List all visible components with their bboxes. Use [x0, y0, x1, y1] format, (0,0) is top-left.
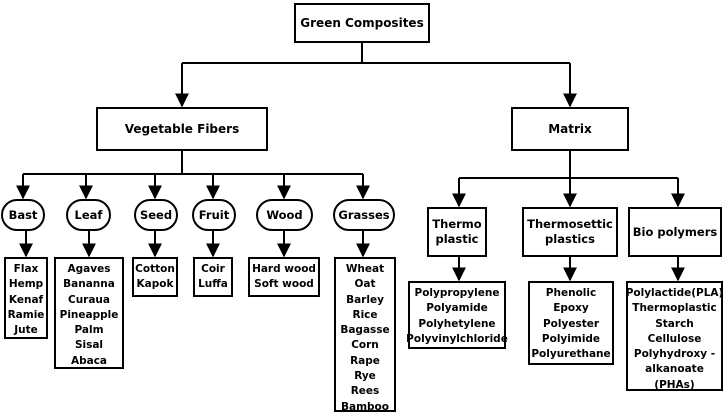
list-bast: Flax Hemp Kenaf Ramie Jute: [4, 257, 48, 339]
list-item: Thermoplastic: [632, 302, 717, 315]
vegetable-fibers-label: Vegetable Fibers: [124, 122, 240, 136]
category-leaf: Leaf: [66, 199, 111, 231]
list-grasses: Wheat Oat Barley Rice Bagasse Corn Rape …: [334, 257, 396, 413]
list-leaf: Agaves Bananna Curaua Pineapple Palm Sis…: [54, 257, 124, 369]
list-item: Wheat: [345, 263, 385, 275]
list-item: Rape: [350, 354, 380, 367]
matrix-type-thermoplastic: Thermo plastic: [427, 207, 487, 257]
category-label: Bast: [8, 208, 38, 222]
list-item: Corn: [351, 339, 379, 352]
list-item: Curaua: [67, 293, 110, 306]
list-item: Bagasse: [340, 324, 390, 337]
list-item: Cotton: [135, 263, 175, 275]
list-item: Starch: [655, 317, 694, 330]
category-bast: Bast: [1, 199, 45, 231]
list-item: Ramie: [7, 308, 45, 321]
list-bio-polymers: Polylactide(PLA) Thermoplastic Starch Ce…: [626, 281, 723, 391]
root-node: Green Composites: [294, 3, 430, 43]
matrix-type-label-line: Thermosettic: [527, 217, 613, 231]
list-seed: Cotton Kapok: [132, 257, 178, 297]
root-label: Green Composites: [300, 16, 424, 30]
list-item: Sisal: [74, 339, 104, 352]
category-fruit: Fruit: [192, 199, 236, 231]
list-item: Jute: [14, 324, 38, 337]
category-label: Grasses: [338, 208, 390, 222]
list-item: Polyhetylene: [418, 317, 496, 330]
list-item: Palm: [74, 324, 104, 337]
list-item: Phenolic: [545, 287, 597, 299]
matrix-type-thermosettic: Thermosettic plastics: [522, 207, 618, 257]
matrix-type-label-line: plastic: [435, 232, 479, 246]
category-wood: Wood: [256, 199, 313, 231]
matrix-node: Matrix: [511, 107, 629, 151]
list-item: Kapok: [136, 278, 174, 291]
list-item: Barley: [346, 293, 384, 306]
matrix-type-label-line: Thermo: [432, 217, 482, 231]
list-item: Kenaf: [8, 293, 44, 306]
category-label: Wood: [266, 208, 303, 222]
list-thermoplastic: Polypropylene Polyamide Polyhetylene Pol…: [406, 281, 508, 349]
list-item: Polyimide: [541, 332, 601, 345]
list-item: Epoxy: [553, 302, 589, 315]
list-item: Soft wood: [254, 278, 314, 291]
matrix-type-label-line: plastics: [545, 232, 595, 246]
list-item: Polyhydroxy -: [633, 348, 716, 361]
list-item: Cellulose: [647, 332, 702, 345]
matrix-type-bio-polymers: Bio polymers: [628, 207, 722, 257]
list-item: Polyurethane: [531, 348, 611, 361]
list-wood: Hard wood Soft wood: [248, 257, 320, 297]
list-item: Rees: [350, 385, 380, 398]
list-fruit: Coir Luffa: [193, 257, 233, 297]
list-item: alkanoate: [645, 363, 704, 376]
list-item: Rice: [352, 308, 378, 321]
list-item: Polyamide: [426, 302, 488, 315]
category-seed: Seed: [134, 199, 178, 231]
list-thermosettic: Phenolic Epoxy Polyester Polyimide Polyu…: [528, 281, 614, 365]
list-item: Abaca: [70, 354, 108, 367]
list-item: Polyvinylchloride: [406, 332, 508, 345]
matrix-type-label-line: Bio polymers: [632, 224, 718, 239]
list-item: Pineapple: [59, 308, 119, 321]
list-item: (PHAs): [654, 378, 695, 391]
category-label: Leaf: [74, 208, 103, 222]
list-item: Polypropylene: [414, 287, 500, 299]
list-item: Hemp: [8, 278, 44, 291]
list-item: Flax: [13, 263, 39, 275]
list-item: Polyester: [542, 317, 600, 330]
matrix-label: Matrix: [548, 122, 592, 136]
list-item: Polylactide(PLA): [625, 287, 724, 299]
vegetable-fibers-node: Vegetable Fibers: [96, 107, 268, 151]
category-label: Seed: [139, 208, 173, 222]
list-item: Luffa: [198, 278, 228, 291]
list-item: Bamboo: [341, 400, 389, 413]
list-item: Rye: [354, 370, 376, 383]
list-item: Bananna: [63, 278, 115, 291]
list-item: Hard wood: [252, 263, 316, 275]
category-label: Fruit: [198, 208, 230, 222]
list-item: Coir: [201, 263, 225, 275]
list-item: Agaves: [67, 263, 111, 275]
category-grasses: Grasses: [333, 199, 395, 231]
list-item: Oat: [354, 278, 376, 291]
